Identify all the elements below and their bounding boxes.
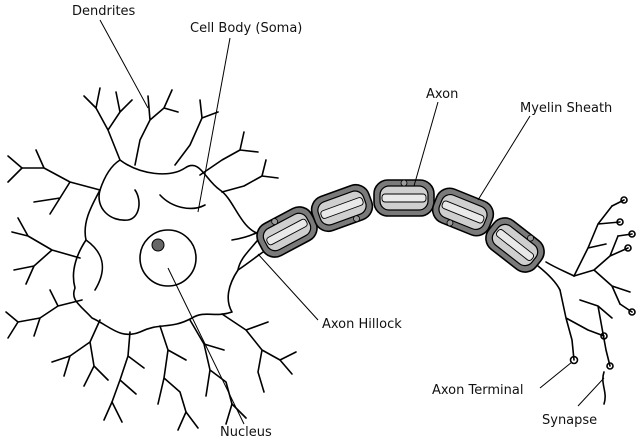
axon-terminals	[537, 196, 636, 405]
leader-dendrites	[99, 19, 149, 109]
terminal-bouton	[616, 218, 624, 226]
soma-lobe-left	[85, 239, 104, 291]
leader-nucleus	[167, 267, 245, 425]
terminal-bouton	[620, 196, 628, 204]
dendrite-branch	[279, 351, 297, 375]
dendrite-branch	[221, 159, 279, 193]
label-dendrites: Dendrites	[72, 4, 136, 19]
terminal-bouton	[569, 355, 579, 365]
nucleus-membrane	[139, 229, 197, 287]
terminal-bouton	[628, 230, 636, 238]
label-nucleus: Nucleus	[220, 425, 272, 440]
dendrites	[5, 87, 297, 431]
terminal-bouton	[624, 244, 632, 252]
terminal-bouton	[628, 308, 636, 316]
dendrite-branch	[5, 311, 19, 339]
dendrite-branch	[103, 401, 247, 431]
dendrite-branch	[199, 131, 259, 176]
label-axon-terminal: Axon Terminal	[432, 383, 523, 398]
terminal-branch	[559, 289, 605, 361]
dendrite-branch	[83, 87, 101, 109]
terminal-bouton	[606, 362, 614, 370]
cell-body	[72, 159, 263, 336]
dendrite-branch	[21, 149, 101, 215]
label-axon: Axon	[426, 87, 458, 102]
labels: Dendrites Cell Body (Soma) Axon Myelin S…	[72, 4, 612, 440]
label-synapse: Synapse	[542, 413, 597, 428]
leader-axon-hillock	[257, 253, 319, 321]
leader-synapse	[577, 377, 605, 407]
dendrite-branch	[7, 155, 23, 183]
nucleolus	[151, 238, 165, 252]
terminal-branch	[573, 205, 621, 277]
dendrite-branch	[134, 89, 179, 166]
dendrite-branch	[111, 331, 145, 403]
soma-outline	[72, 159, 263, 336]
terminal-branch	[611, 199, 633, 313]
dendrite-branch	[221, 313, 281, 393]
terminal-trunk	[537, 261, 575, 291]
dendrite-branch	[189, 319, 233, 405]
dendrite-branch	[11, 217, 81, 285]
leader-axon	[413, 101, 439, 187]
dendrite-branch	[95, 91, 133, 161]
myelin-segment	[485, 217, 545, 273]
label-cell-body: Cell Body (Soma)	[190, 21, 302, 36]
nucleus	[139, 229, 197, 287]
label-myelin-sheath: Myelin Sheath	[520, 101, 612, 116]
terminal-bouton	[600, 332, 608, 340]
dendrite-branch	[174, 99, 219, 166]
myelin-segment	[373, 179, 435, 217]
axon	[231, 179, 545, 273]
dendrite-branch	[17, 289, 83, 337]
myelin-segment	[431, 187, 495, 237]
soma-lobe-top	[98, 189, 140, 221]
synapse-cleft	[602, 371, 606, 405]
leader-axon-terminal	[539, 361, 573, 389]
soma-lobe-mid	[159, 194, 206, 210]
leader-lines	[99, 19, 605, 425]
terminal-branch	[573, 235, 631, 305]
dendrite-branch	[51, 319, 109, 387]
dendrite-branch	[157, 325, 187, 413]
leader-myelin-sheath	[477, 115, 531, 201]
myelin-segment	[310, 183, 374, 233]
leader-cell-body	[197, 37, 231, 213]
label-axon-hillock: Axon Hillock	[322, 317, 402, 332]
terminal-branch	[579, 299, 613, 367]
myelin-segment	[256, 206, 318, 258]
